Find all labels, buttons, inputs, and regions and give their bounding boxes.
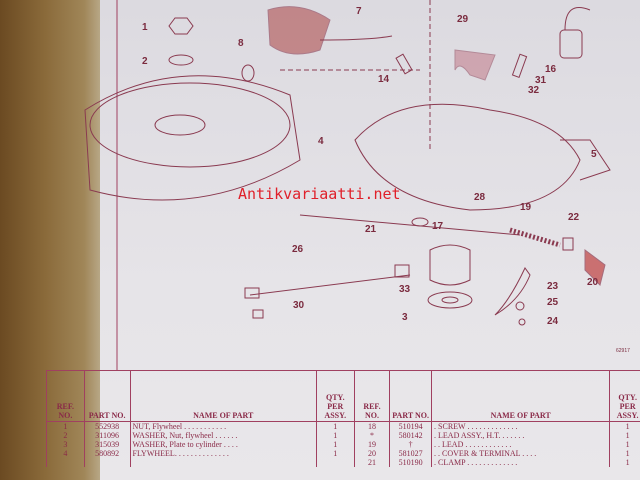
callout: 5 — [591, 149, 597, 160]
cell-qty: 1 — [315, 449, 355, 458]
cell-part — [83, 458, 131, 467]
cell-part: 580142 — [389, 431, 433, 440]
cell-ref: 21 — [353, 458, 391, 467]
cell-name: WASHER, Nut, flywheel . . . . . . — [129, 431, 317, 440]
cell-ref: 19 — [353, 440, 391, 449]
callout: 23 — [547, 281, 559, 292]
cell-name: FLYWHEEL. . . . . . . . . . . . . . — [129, 449, 317, 458]
cell-qty: 1 — [609, 431, 640, 440]
cell-name: WASHER, Plate to cylinder . . . . — [129, 440, 317, 449]
callout: 16 — [545, 64, 557, 75]
cell-qty: 1 — [315, 440, 355, 449]
col-qty: QTY. PER ASSY. — [315, 370, 355, 422]
cell-part: 311096 — [83, 431, 131, 440]
callout: 22 — [568, 212, 580, 223]
cell-name: . CLAMP . . . . . . . . . . . . . — [431, 458, 611, 467]
parts-table: REF. NO. PART NO. NAME OF PART QTY. PER … — [46, 370, 640, 467]
callout: 7 — [356, 6, 362, 17]
callout: 20 — [587, 277, 599, 288]
cell-part: 510194 — [389, 421, 433, 431]
callout: 21 — [365, 224, 377, 235]
cell-ref: 18 — [353, 421, 391, 431]
callout: 24 — [547, 316, 559, 327]
table-header: REF. NO. PART NO. NAME OF PART QTY. PER … — [46, 370, 640, 422]
cell-ref: 2 — [46, 431, 85, 440]
col-part: PART NO. — [83, 370, 131, 422]
cell-part: 510190 — [389, 458, 433, 467]
callout: 3 — [402, 312, 408, 323]
callout: 8 — [238, 38, 244, 49]
cell-qty: 1 — [609, 458, 640, 467]
callout: 31 — [535, 75, 547, 86]
callout: 14 — [378, 74, 390, 85]
cell-name: NUT, Flywheel . . . . . . . . . . . — [129, 421, 317, 431]
callout: 26 — [292, 244, 304, 255]
exploded-parts-diagram — [84, 0, 611, 370]
cell-qty: 1 — [609, 421, 640, 431]
col-part: PART NO. — [389, 370, 433, 422]
cell-name: . . LEAD . . . . . . . . . . . . — [431, 440, 611, 449]
callout: 2 — [142, 56, 148, 67]
cell-ref: 1 — [46, 421, 85, 431]
cell-qty: 1 — [315, 431, 355, 440]
cell-ref — [46, 458, 85, 467]
cell-part: 581027 — [389, 449, 433, 458]
cell-part: 580892 — [83, 449, 131, 458]
cell-name: . . COVER & TERMINAL . . . . — [431, 449, 611, 458]
cell-name — [129, 458, 317, 467]
callout: 32 — [528, 85, 540, 96]
cell-ref: 3 — [46, 440, 85, 449]
callout: 29 — [457, 14, 469, 25]
callout: 19 — [520, 202, 532, 213]
cell-ref: 20 — [353, 449, 391, 458]
col-name: NAME OF PART — [129, 370, 317, 422]
cell-qty: 1 — [315, 421, 355, 431]
cell-qty — [315, 458, 355, 467]
col-name: NAME OF PART — [431, 370, 611, 422]
cell-qty: 1 — [609, 440, 640, 449]
cell-name: . LEAD ASSY., H.T. . . . . . . — [431, 431, 611, 440]
watermark: Antikvariaatti.net — [238, 185, 401, 203]
col-ref: REF. NO. — [353, 370, 391, 422]
callout: 4 — [318, 136, 324, 147]
callout: 28 — [474, 192, 486, 203]
cell-ref: 4 — [46, 449, 85, 458]
col-qty: QTY. PER ASSY. — [609, 370, 640, 422]
figure-code: 62917 — [616, 348, 630, 354]
col-ref: REF. NO. — [46, 370, 85, 422]
cell-part: 315039 — [83, 440, 131, 449]
cell-qty: 1 — [609, 449, 640, 458]
cell-ref: * — [353, 431, 391, 440]
callout: 25 — [547, 297, 559, 308]
cell-part: † — [389, 440, 433, 449]
callout: 1 — [142, 22, 148, 33]
callout: 30 — [293, 300, 305, 311]
cell-part: 552938 — [83, 421, 131, 431]
callout: 17 — [432, 221, 444, 232]
callout: 33 — [399, 284, 411, 295]
cell-name: . SCREW . . . . . . . . . . . . . — [431, 421, 611, 431]
